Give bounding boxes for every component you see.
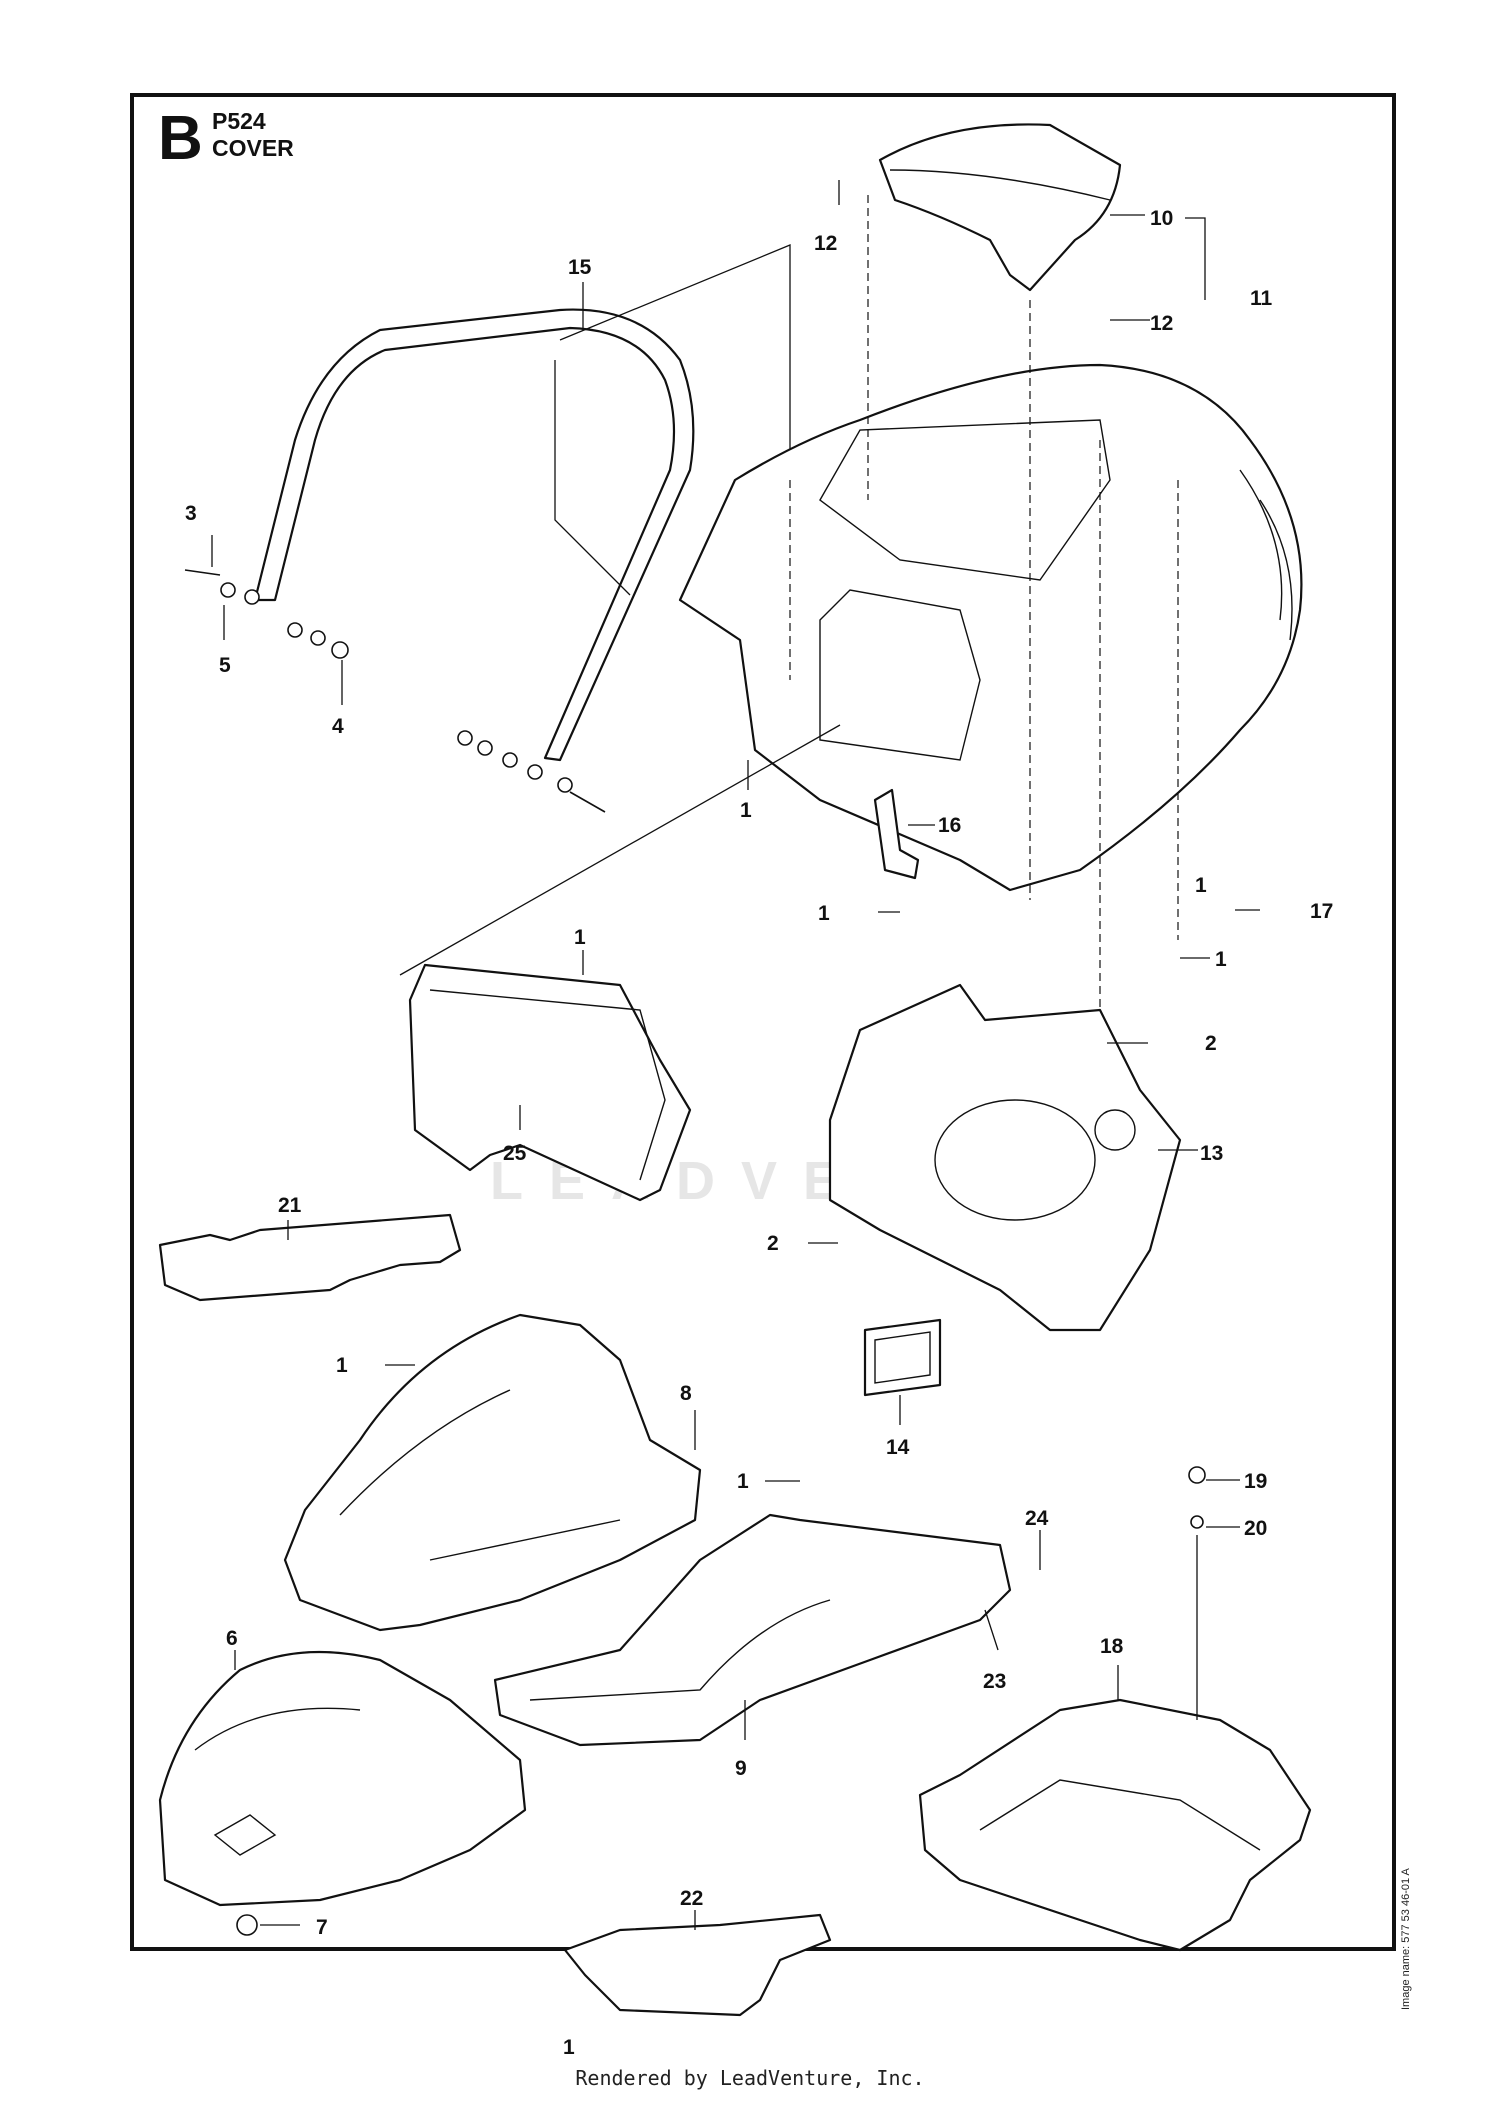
callout-1: 1	[737, 1470, 749, 1493]
part-bracket	[873, 788, 920, 880]
callout-15: 15	[568, 256, 592, 279]
part-inner-tray	[828, 983, 1182, 1332]
callout-2: 2	[767, 1232, 779, 1255]
gasket-inner	[874, 1331, 931, 1384]
callout-18: 18	[1100, 1635, 1124, 1658]
callout-9: 9	[735, 1757, 747, 1780]
callout-21: 21	[278, 1194, 302, 1217]
knob	[236, 1914, 258, 1936]
callout-19: 19	[1244, 1470, 1267, 1493]
roll-bar-guide	[559, 244, 791, 460]
callout-25: 25	[503, 1142, 527, 1165]
hardware-left	[184, 569, 606, 813]
callout-14: 14	[886, 1436, 910, 1459]
part-guard-plate	[408, 963, 692, 1202]
callout-10: 10	[1150, 207, 1173, 230]
section-title: COVER	[212, 135, 294, 161]
callout-1: 1	[336, 1354, 348, 1377]
footer-credit: Rendered by LeadVenture, Inc.	[575, 2066, 925, 2090]
callout-23: 23	[983, 1670, 1006, 1693]
callout-11: 11	[1250, 287, 1273, 310]
callout-7: 7	[316, 1916, 328, 1939]
image-name-note: Image name: 577 53 46-01 A	[1400, 1868, 1412, 2010]
callout-17: 17	[1310, 900, 1333, 923]
roll-bar-guide-b	[554, 360, 631, 596]
hw-19	[1188, 1466, 1206, 1484]
callout-12: 12	[814, 232, 837, 255]
callout-1: 1	[1215, 948, 1227, 971]
part-roll-bar	[253, 308, 695, 762]
callout-1: 1	[574, 926, 586, 949]
callout-12: 12	[1150, 312, 1173, 335]
callout-24: 24	[1025, 1507, 1049, 1530]
callout-4: 4	[332, 715, 344, 738]
part-seat-pan	[158, 1650, 527, 1907]
part-gasket	[863, 1318, 942, 1397]
part-floor-plate	[918, 1698, 1312, 1952]
callout-8: 8	[680, 1382, 692, 1405]
callout-6: 6	[226, 1627, 238, 1650]
callout-2: 2	[1205, 1032, 1217, 1055]
callout-5: 5	[219, 654, 231, 677]
callout-20: 20	[1244, 1517, 1267, 1540]
section-letter: B	[158, 104, 203, 173]
callout-1: 1	[563, 2036, 575, 2059]
part-fender	[283, 1313, 702, 1632]
callout-1: 1	[1195, 874, 1207, 897]
hw-20	[1190, 1515, 1204, 1529]
callout-3: 3	[185, 502, 197, 525]
callout-leaders	[211, 180, 1260, 1930]
callout-22: 22	[680, 1887, 703, 1910]
callout-1: 1	[818, 902, 830, 925]
part-main-cover	[678, 363, 1303, 892]
callout-labels: 1 1 1 1 1 1 1 1 2 2 3 4 5 6 7 8 9 10 11 …	[185, 207, 1333, 2059]
part-footboard	[493, 1513, 1012, 1747]
part-insulation-right	[563, 1913, 832, 2017]
part-insulation-left	[158, 1213, 462, 1302]
callout-16: 16	[938, 814, 961, 837]
callout-1: 1	[740, 799, 752, 822]
part-top-lid	[878, 123, 1122, 292]
callout-13: 13	[1200, 1142, 1223, 1165]
guard-guide	[399, 724, 841, 976]
model-code: P524	[212, 108, 266, 134]
